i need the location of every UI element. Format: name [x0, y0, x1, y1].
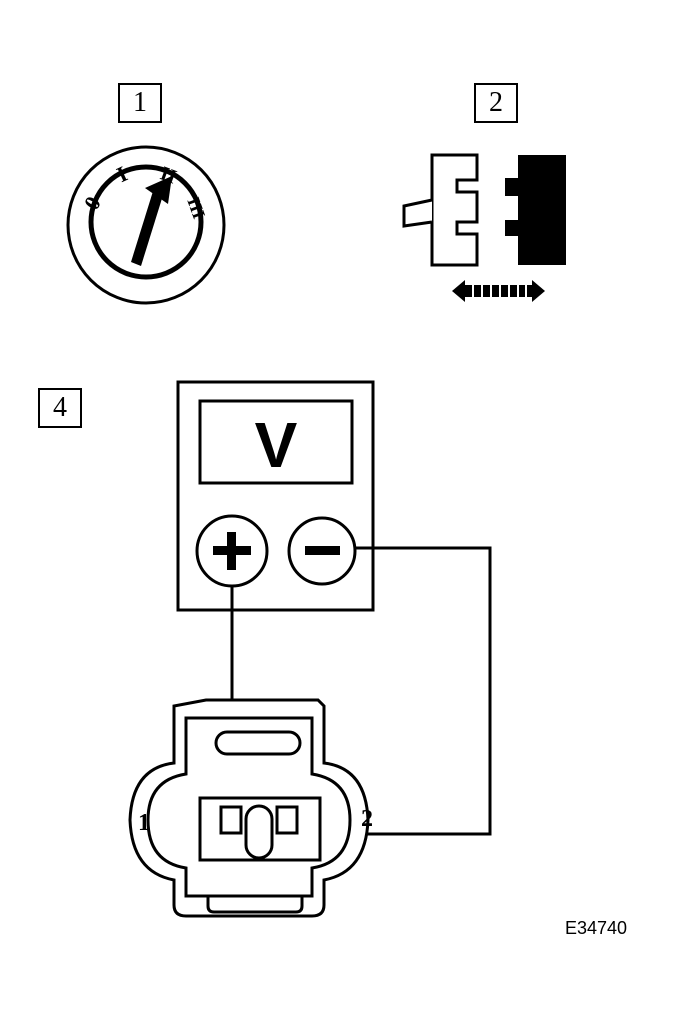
pin-1-label: 1 [138, 810, 150, 836]
step-1-box: 1 [118, 83, 162, 123]
separate-arrow-icon [452, 280, 545, 302]
switch-position-2: II [157, 163, 179, 189]
step-2-box: 2 [474, 83, 518, 123]
harness-connector [128, 698, 370, 918]
pin-2-label: 2 [361, 806, 373, 832]
connector-disconnect-icon [402, 153, 566, 302]
ignition-switch-icon: 0 I II III [66, 145, 226, 305]
reference-code: E34740 [565, 918, 628, 938]
voltmeter: V [176, 380, 375, 612]
step-4-box: 4 [38, 388, 82, 428]
voltmeter-display: V [255, 409, 298, 481]
